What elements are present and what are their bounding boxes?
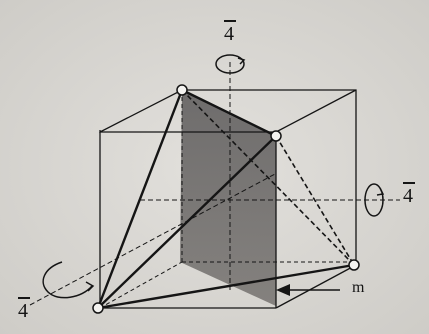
top-axis-overbar	[224, 20, 236, 22]
tetra-edge-top-right	[181, 88, 277, 138]
top-axis-label: 4	[224, 23, 234, 45]
left-axis-label: 4	[18, 300, 28, 322]
cube-top-right-edge	[275, 89, 357, 133]
vertex-bottom-left	[92, 302, 104, 314]
tetra-edge-top-bottomright	[181, 89, 355, 266]
tetra-edge-right-vertical	[275, 135, 355, 266]
right-axis-label: 4	[403, 185, 413, 207]
cube-hidden-bottom-left	[99, 261, 183, 309]
vertex-bottom-right	[348, 259, 360, 271]
diagonal-4bar-axis-left	[29, 173, 276, 306]
top-rotation-arrow-icon	[215, 54, 246, 74]
right-rotation-arrow-icon	[364, 183, 385, 217]
left-axis-overbar	[18, 297, 30, 299]
left-rotation-arrow-icon	[42, 261, 95, 299]
tetra-edge-bottom	[97, 263, 355, 310]
tetra-edge-top-left	[96, 89, 184, 309]
mirror-plane	[180, 90, 276, 306]
tetra-edge-right-front	[97, 135, 277, 309]
cube-bottom-right-edge	[275, 264, 357, 309]
right-axis-overbar	[403, 182, 415, 184]
mirror-plane-label: m	[352, 279, 365, 296]
mirror-pointer-arrow-icon	[276, 284, 340, 296]
vertex-top	[176, 84, 188, 96]
vertex-right	[270, 130, 282, 142]
